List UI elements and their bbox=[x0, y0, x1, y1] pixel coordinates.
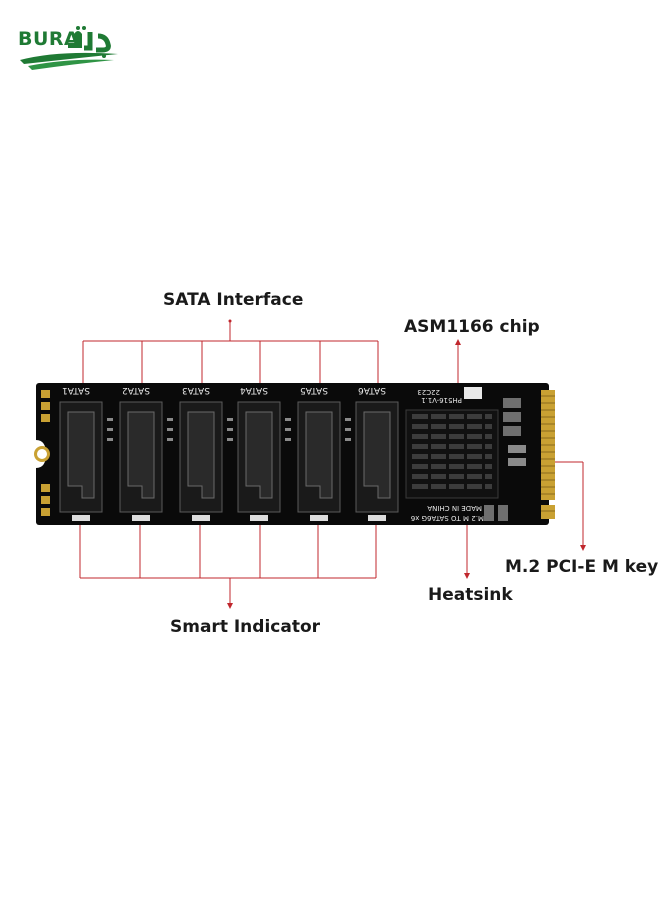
sata-connector bbox=[179, 401, 223, 513]
leader-arrowheads bbox=[227, 319, 586, 609]
sata-port-label: SATA3 bbox=[182, 385, 210, 395]
smart-indicator-callout: Smart Indicator bbox=[170, 617, 321, 637]
indicator-leds bbox=[72, 515, 386, 521]
sata-connector bbox=[237, 401, 281, 513]
heatsink bbox=[405, 409, 499, 499]
asm-chip-callout: ASM1166 chip bbox=[404, 317, 540, 337]
brand-latin-text: BURA bbox=[18, 28, 80, 50]
sata-port-label: SATA5 bbox=[300, 385, 328, 395]
silkscreen-text: PH516-V1.1 22C23 MADE IN CHINA M.2 M TO … bbox=[410, 388, 484, 522]
heatsink-callout: Heatsink bbox=[428, 585, 513, 605]
sata-port-label: SATA2 bbox=[122, 385, 150, 395]
board-model-text: M.2 M TO SATA6G x6 bbox=[410, 514, 484, 522]
sata-connector bbox=[355, 401, 399, 513]
m2-gold-fingers bbox=[541, 390, 555, 519]
brand-logo: BURA bbox=[18, 24, 128, 74]
sata-interface-callout: SATA Interface bbox=[163, 290, 304, 310]
m2-key-callout: M.2 PCI-E M key bbox=[505, 557, 659, 577]
made-in-china-text: MADE IN CHINA bbox=[427, 504, 482, 512]
left-solder-pads bbox=[41, 390, 50, 516]
asm-chip-marker bbox=[464, 387, 482, 399]
sata-port-label: SATA4 bbox=[240, 385, 268, 395]
sata-port-labels: SATA1 SATA2 SATA3 SATA4 SATA5 SATA6 bbox=[62, 385, 386, 395]
capacitors bbox=[484, 398, 526, 521]
sata-connectors bbox=[59, 401, 399, 513]
sata-connector bbox=[59, 401, 103, 513]
board-code-text: 22C23 bbox=[417, 388, 440, 396]
leader-lines bbox=[79, 322, 584, 605]
sata-port-label: SATA6 bbox=[358, 385, 386, 395]
sata-connector bbox=[119, 401, 163, 513]
sata-port-label: SATA1 bbox=[62, 385, 90, 395]
smd-components bbox=[107, 418, 351, 441]
sata-connector bbox=[297, 401, 341, 513]
board-revision-text: PH516-V1.1 bbox=[421, 396, 462, 404]
brand-arabic-wordmark bbox=[20, 26, 118, 70]
